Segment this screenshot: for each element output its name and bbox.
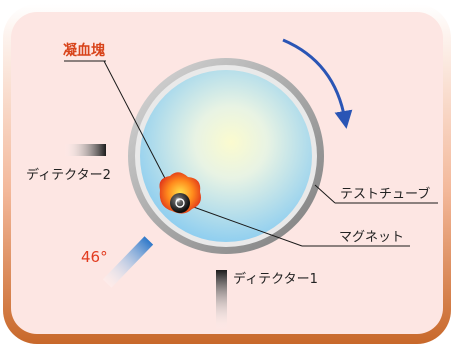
magnet-leader-line [187, 204, 303, 247]
angle-label: 46° [81, 248, 108, 266]
test-tube-label: テストチューブ [340, 186, 430, 202]
test-tube-liquid [140, 70, 312, 242]
magnet-ball-ring [175, 198, 185, 208]
rotation-arrow-icon [282, 38, 353, 129]
light-source-bar [102, 236, 154, 288]
clot-blob [159, 172, 201, 214]
magnet-label: マグネット [339, 230, 404, 245]
magnet-ball-icon [170, 193, 190, 213]
detector-1-bar [216, 270, 227, 330]
test-tube-leader-line [314, 184, 336, 204]
clot-label: 凝血塊 [63, 42, 105, 59]
detector-1-label: ディテクター1 [233, 271, 318, 287]
detector-2-bar [64, 144, 106, 156]
clot-leader-line [103, 60, 171, 189]
detector-2-label: ディテクター2 [26, 167, 111, 183]
